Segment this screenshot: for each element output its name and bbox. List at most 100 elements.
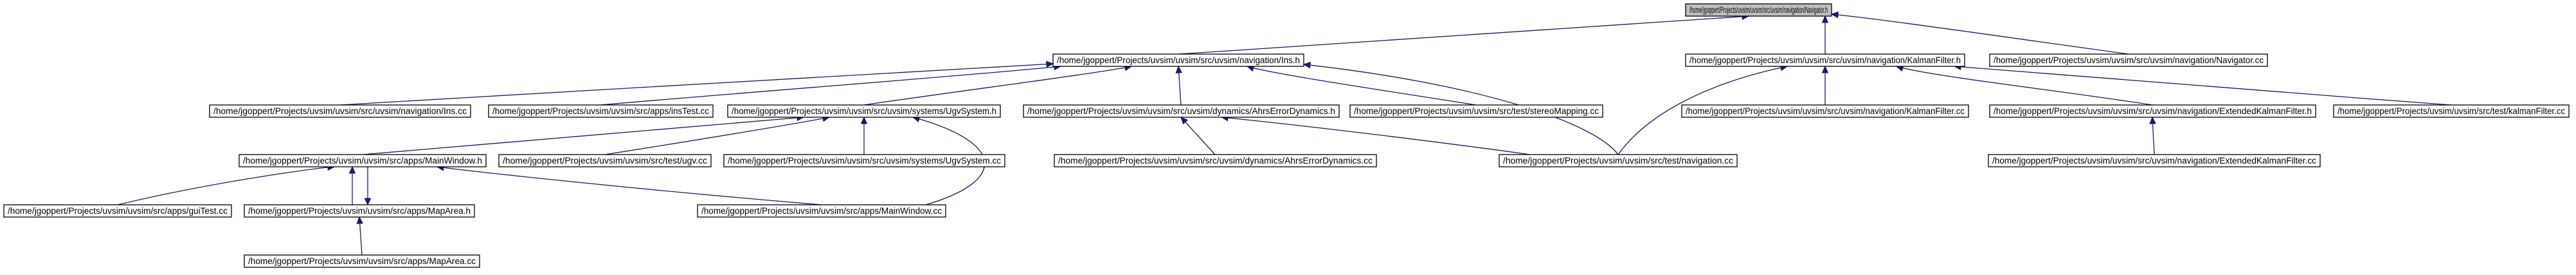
edge-ahrserrordynamics_h-to-ins_h [1175,65,1182,106]
node-label: /home/jgoppert/Projects/uvsim/uvsim/src/… [728,156,1001,166]
edge-line [604,117,830,155]
node-box [498,154,712,167]
node-box [697,204,946,218]
node-maparea-cc[interactable]: /home/jgoppert/Projects/uvsim/uvsim/src/… [244,254,480,268]
node-box [1685,3,1832,17]
node-navigation-cc[interactable]: /home/jgoppert/Projects/uvsim/uvsim/src/… [1499,154,1738,167]
node-label: /home/jgoppert/Projects/uvsim/uvsim/src/… [2337,106,2565,116]
edge-arrowhead [1046,61,1054,68]
edge-arrowhead [1180,117,1188,125]
node-box [2333,104,2570,118]
edge-kalmanfilter_cc-to-kalmanfilter_h [1821,65,1829,105]
edge-guitest_cc-to-mainwindow_h [117,164,336,205]
node-navigator-cc[interactable]: /home/jgoppert/Projects/uvsim/uvsim/src/… [1989,53,2268,67]
node-maparea-h[interactable]: /home/jgoppert/Projects/uvsim/uvsim/src/… [244,204,475,218]
node-box [1052,53,1304,67]
node-kalmanfilter-test-cc[interactable]: /home/jgoppert/Projects/uvsim/uvsim/src/… [2333,104,2570,118]
node-box [1988,154,2321,167]
edge-extendedkalmanfilter_cc-to-extendedkalmanfilter_h [2149,116,2156,155]
edge-ugv_cc-to-ugvsystem_h [604,115,831,155]
edge-maparea_cc-to-maparea_h [356,216,363,256]
nodes-layer: /home/jgoppert/Projects/uvsim/uvsim/src/… [3,3,2570,268]
edge-kalmanfilter_h-to-navigator_h [1821,15,1829,54]
node-ahrserrordynamics-cc[interactable]: /home/jgoppert/Projects/uvsim/uvsim/src/… [1054,154,1377,167]
node-label: /home/jgoppert/Projects/uvsim/uvsim/src/… [1058,156,1373,166]
node-label: /home/jgoppert/Projects/uvsim/uvsim/src/… [1027,106,1335,116]
node-label: /home/jgoppert/Projects/uvsim/uvsim/src/… [1686,106,1965,116]
node-ugv-cc[interactable]: /home/jgoppert/Projects/uvsim/uvsim/src/… [498,154,712,167]
node-box [1989,104,2316,118]
edge-mainwindow_h-to-ugvsystem_h [362,114,805,155]
edge-line [339,63,1054,106]
edge-arrowhead [356,216,363,224]
edge-line [863,66,1132,106]
node-box [723,154,1005,167]
node-instest-cc[interactable]: /home/jgoppert/Projects/uvsim/uvsim/src/… [488,104,714,118]
edge-line [1896,66,2153,106]
edge-arrowhead [1302,61,1311,69]
edge-line [1831,14,2129,55]
edge-mainwindow_cc-to-mainwindow_h [436,164,822,205]
edge-line [1247,66,1477,106]
edge-line [362,117,804,155]
node-label: /home/jgoppert/Projects/uvsim/uvsim/src/… [1689,5,1828,15]
node-label: /home/jgoppert/Projects/uvsim/uvsim/src/… [8,206,228,216]
node-label: /home/jgoppert/Projects/uvsim/uvsim/src/… [1503,156,1733,166]
node-extendedkalmanfilter-h[interactable]: /home/jgoppert/Projects/uvsim/uvsim/src/… [1989,104,2316,118]
node-box [1499,154,1738,167]
node-ins-cc[interactable]: /home/jgoppert/Projects/uvsim/uvsim/src/… [209,104,471,118]
edge-line [1617,66,1788,155]
node-label: /home/jgoppert/Projects/uvsim/uvsim/src/… [213,106,467,116]
edge-ugvsystem_cc-to-ugvsystem_h [860,116,868,155]
node-label: /home/jgoppert/Projects/uvsim/uvsim/src/… [1994,106,2312,116]
node-navigator-h: /home/jgoppert/Projects/uvsim/uvsim/src/… [1685,3,1832,17]
edge-line [1180,117,1216,155]
node-label: /home/jgoppert/Projects/uvsim/uvsim/src/… [701,206,942,216]
node-box [1023,104,1340,118]
node-ugvsystem-cc[interactable]: /home/jgoppert/Projects/uvsim/uvsim/src/… [723,154,1005,167]
edge-line [117,166,335,205]
node-label: /home/jgoppert/Projects/uvsim/uvsim/src/… [248,256,476,266]
edge-arrowhead [364,198,372,206]
edge-instest_cc-to-ins_h [600,63,1062,106]
edge-arrowhead [1821,15,1829,23]
node-box [488,104,714,118]
node-mainwindow-cc[interactable]: /home/jgoppert/Projects/uvsim/uvsim/src/… [697,204,946,218]
edge-arrowhead [1821,65,1829,73]
node-label: /home/jgoppert/Projects/uvsim/uvsim/src/… [243,156,482,166]
node-label: /home/jgoppert/Projects/uvsim/uvsim/src/… [732,106,996,116]
node-box [1681,104,1969,118]
node-label: /home/jgoppert/Projects/uvsim/uvsim/src/… [503,156,707,166]
node-box [209,104,471,118]
edge-ins_cc-to-ins_h [339,61,1054,106]
edges-layer [117,11,2452,256]
node-ins-h[interactable]: /home/jgoppert/Projects/uvsim/uvsim/src/… [1052,53,1304,67]
node-box [727,104,1001,118]
node-box [1685,53,1965,67]
node-box [244,254,480,268]
node-guitest-cc[interactable]: /home/jgoppert/Projects/uvsim/uvsim/src/… [3,204,232,218]
node-label: /home/jgoppert/Projects/uvsim/uvsim/src/… [1354,106,1599,116]
node-kalmanfilter-cc[interactable]: /home/jgoppert/Projects/uvsim/uvsim/src/… [1681,104,1969,118]
edge-arrowhead [860,116,868,124]
edge-arrowhead [1175,65,1182,73]
edge-ugvsystem_h-to-ins_h [863,64,1133,106]
edge-extendedkalmanfilter_h-to-kalmanfilter_h [1895,64,2153,106]
edge-kalmanfilter_test_cc-to-kalmanfilter_h [1953,63,2452,106]
node-ahrserrordynamics-h[interactable]: /home/jgoppert/Projects/uvsim/uvsim/src/… [1023,104,1340,118]
node-stereomapping-cc[interactable]: /home/jgoppert/Projects/uvsim/uvsim/src/… [1349,104,1603,118]
node-mainwindow-h[interactable]: /home/jgoppert/Projects/uvsim/uvsim/src/… [239,154,487,167]
edge-line [1954,66,2452,106]
node-extendedkalmanfilter-cc[interactable]: /home/jgoppert/Projects/uvsim/uvsim/src/… [1988,154,2321,167]
node-kalmanfilter-h[interactable]: /home/jgoppert/Projects/uvsim/uvsim/src/… [1685,53,1965,67]
edge-line [600,66,1061,106]
node-box [1349,104,1603,118]
edge-ins_h-to-navigator_h [1178,13,1750,55]
edge-line [1221,117,1531,155]
node-box [3,204,232,218]
node-label: /home/jgoppert/Projects/uvsim/uvsim/src/… [1992,156,2316,166]
edge-mainwindow_h-to-maparea_h [364,167,372,206]
node-ugvsystem-h[interactable]: /home/jgoppert/Projects/uvsim/uvsim/src/… [727,104,1001,118]
edge-maparea_h-to-mainwindow_h [348,166,356,205]
